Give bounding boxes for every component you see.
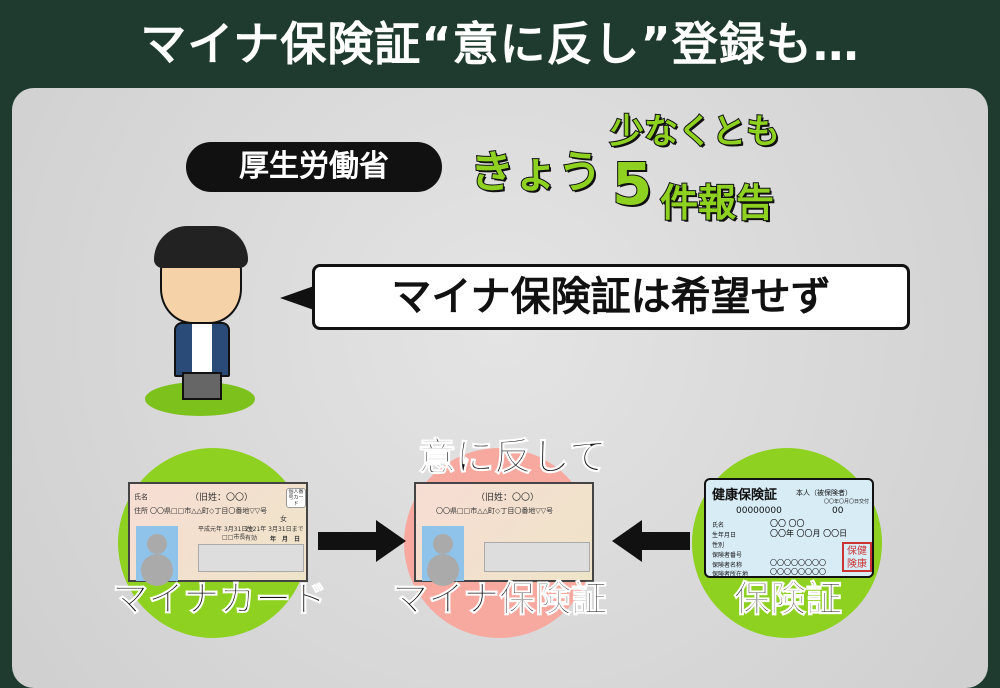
insurance-card: 健康保険証 本人（被保険者） 〇〇年〇月〇日交付 00000000 00 氏名 … [704, 478, 874, 578]
birth: 平成元年 3月31日生 [198, 526, 254, 533]
number: 00 [832, 506, 844, 516]
legs [182, 372, 222, 400]
insurer-no-label: 保険者番号 [712, 552, 743, 559]
insurance-label: 保険証 [733, 579, 843, 621]
mynumber-label: マイナカード [111, 579, 328, 621]
report-text: 件報告 [659, 180, 775, 226]
name-label: 氏名 [712, 522, 725, 529]
address: 〇〇県□□市△△町◇丁目〇番地▽▽号 [436, 507, 554, 515]
insurer-name-label: 保険者名称 [712, 562, 743, 569]
city-mayor: □□市長 [222, 534, 246, 541]
card-title: 健康保険証 [712, 488, 778, 503]
insurer-addr-label: 保険者所在地 [712, 571, 749, 578]
birth: 〇〇年 〇〇月 〇〇日 [770, 529, 848, 538]
arrow-right-head [376, 520, 406, 562]
old-name: （旧姓：〇〇） [476, 493, 540, 503]
info-area [484, 542, 590, 572]
stamp: 保健険康 [842, 542, 872, 572]
speech-tail [280, 286, 314, 310]
at-least-text: 少なくとも [609, 111, 781, 153]
speech-bubble: マイナ保険証は希望せず [312, 264, 910, 330]
name: 〇〇 〇〇 [770, 519, 805, 528]
against-will-label: 意に反して [418, 435, 608, 480]
shirt [192, 324, 212, 374]
person-illustration [140, 222, 260, 422]
arrow-left-head [612, 520, 642, 562]
sex-label: 性別 [712, 542, 725, 549]
insurer-name: 〇〇〇〇〇〇〇〇 [770, 559, 826, 567]
headline: マイナ保険証“意に反し”登録も… [140, 17, 860, 71]
my-insurance-label: マイナ保険証 [391, 579, 608, 621]
expiry: 2021年 3月31日まで有効 [245, 526, 304, 542]
hair [154, 226, 248, 268]
date-field: 年 月 日 [270, 536, 301, 543]
name-field: 氏名 [134, 493, 148, 501]
photo-placeholder [136, 526, 178, 581]
mynumber-card: 氏名 （旧姓：〇〇） 個人番号カード 住所 〇〇県□□市△△町◇丁目〇番地▽▽号… [128, 482, 308, 582]
today-text: きょう [469, 146, 603, 199]
sex: 女 [280, 515, 287, 523]
count-number: 5 [611, 149, 653, 219]
holder: 本人（被保険者） [796, 489, 852, 497]
arrow-right [318, 532, 378, 550]
old-name: （旧姓：〇〇） [190, 493, 254, 503]
arrow-left [640, 532, 690, 550]
photo-placeholder [422, 526, 464, 581]
issued: 〇〇年〇月〇日交付 [824, 499, 870, 505]
address: 〇〇県□□市△△町◇丁目〇番地▽▽号 [150, 507, 268, 515]
ministry-badge: 厚生労働省 [186, 142, 442, 192]
info-area [198, 544, 304, 572]
birth-label: 生年月日 [712, 532, 737, 539]
my-insurance-card: （旧姓：〇〇） 〇〇県□□市△△町◇丁目〇番地▽▽号 [414, 482, 594, 582]
symbol: 00000000 [736, 506, 782, 516]
address-field: 住所 [134, 507, 148, 515]
card-type-badge: 個人番号カード [286, 488, 306, 508]
insurer-addr: 〇〇〇〇〇〇〇〇 [770, 568, 826, 576]
